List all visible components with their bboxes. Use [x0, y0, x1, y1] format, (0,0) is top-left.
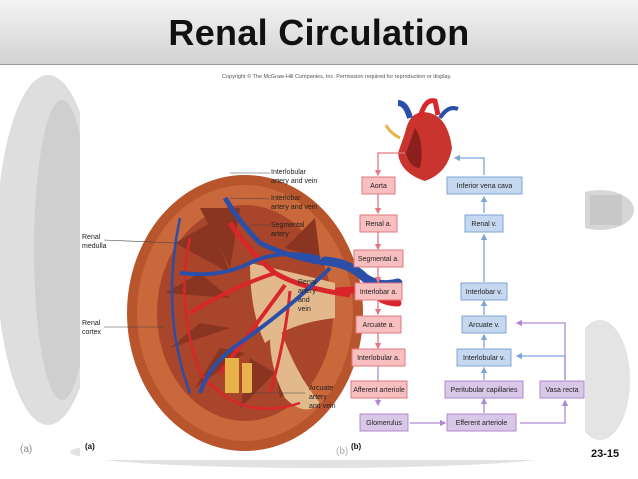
svg-text:Aorta: Aorta [370, 183, 387, 190]
flow-box-vasa-recta: Vasa recta [539, 380, 585, 399]
panel-a-letter: (a) [85, 442, 95, 451]
flow-box-interlobular-vein: Interlobular v. [456, 348, 512, 367]
flow-box-peritubular-capillaries: Peritubular capillaries [444, 380, 524, 399]
copyright-notice: Copyright © The McGraw-Hill Companies, I… [222, 74, 452, 80]
capillary-boxes: Peritubular capillaries Vasa recta Glome… [359, 380, 585, 432]
svg-text:Renal a.: Renal a. [365, 221, 391, 228]
capillary-connectors [410, 319, 569, 427]
svg-text:Afferent arteriole: Afferent arteriole [353, 387, 405, 394]
svg-text:Peritubular capillaries: Peritubular capillaries [451, 387, 518, 394]
svg-text:Glomerulus: Glomerulus [366, 420, 402, 427]
flow-box-renal-artery: Renal a. [359, 214, 398, 233]
kidney-section-illustration [103, 172, 403, 451]
svg-text:Interlobular a.: Interlobular a. [357, 355, 400, 362]
flow-box-inferior-vena-cava: Inferior vena cava [446, 176, 523, 195]
svg-text:Interlobar a.: Interlobar a. [360, 289, 397, 296]
flow-box-interlobar-artery: Interlobar a. [354, 282, 403, 301]
svg-text:Arcuate v.: Arcuate v. [469, 322, 500, 329]
flow-box-arcuate-vein: Arcuate v. [461, 315, 507, 334]
flow-box-segmental-artery: Segmental a. [353, 249, 404, 268]
flow-box-interlobar-vein: Interlobar v. [460, 282, 508, 301]
svg-text:Inferior vena cava: Inferior vena cava [457, 183, 513, 190]
slide-title: Renal Circulation [168, 12, 470, 53]
figure-panel: Copyright © The McGraw-Hill Companies, I… [80, 73, 585, 460]
slide-number: 23-15 [591, 448, 620, 460]
flow-box-afferent-arteriole: Afferent arteriole [350, 380, 408, 399]
venous-column: Inferior vena cava Renal v. Interlobar v… [446, 176, 523, 367]
flow-box-interlobular-artery: Interlobular a. [351, 348, 406, 367]
heart-illustration [384, 98, 459, 181]
outer-figure-label-b: (b) [336, 446, 349, 457]
svg-text:Efferent arteriole: Efferent arteriole [456, 420, 508, 427]
flow-box-arcuate-artery: Arcuate a. [355, 315, 402, 334]
arterial-column: Aorta Renal a. Segmental a. Interlobar a… [350, 176, 408, 399]
svg-text:Arcuate a.: Arcuate a. [363, 322, 395, 329]
svg-text:Renal v.: Renal v. [471, 221, 496, 228]
flow-box-renal-vein: Renal v. [464, 214, 504, 233]
svg-text:Segmental a.: Segmental a. [358, 256, 399, 263]
outer-figure-label-a: (a) [20, 444, 33, 455]
svg-text:Vasa recta: Vasa recta [546, 387, 579, 394]
svg-text:Interlobular v.: Interlobular v. [463, 355, 505, 362]
flow-box-glomerulus: Glomerulus [359, 413, 409, 432]
panel-b-letter: (b) [351, 442, 362, 451]
flow-box-aorta: Aorta [361, 176, 396, 195]
svg-text:Interlobar v.: Interlobar v. [466, 289, 502, 296]
title-bar: Renal Circulation [0, 0, 638, 65]
flow-box-efferent-arteriole: Efferent arteriole [446, 413, 517, 432]
